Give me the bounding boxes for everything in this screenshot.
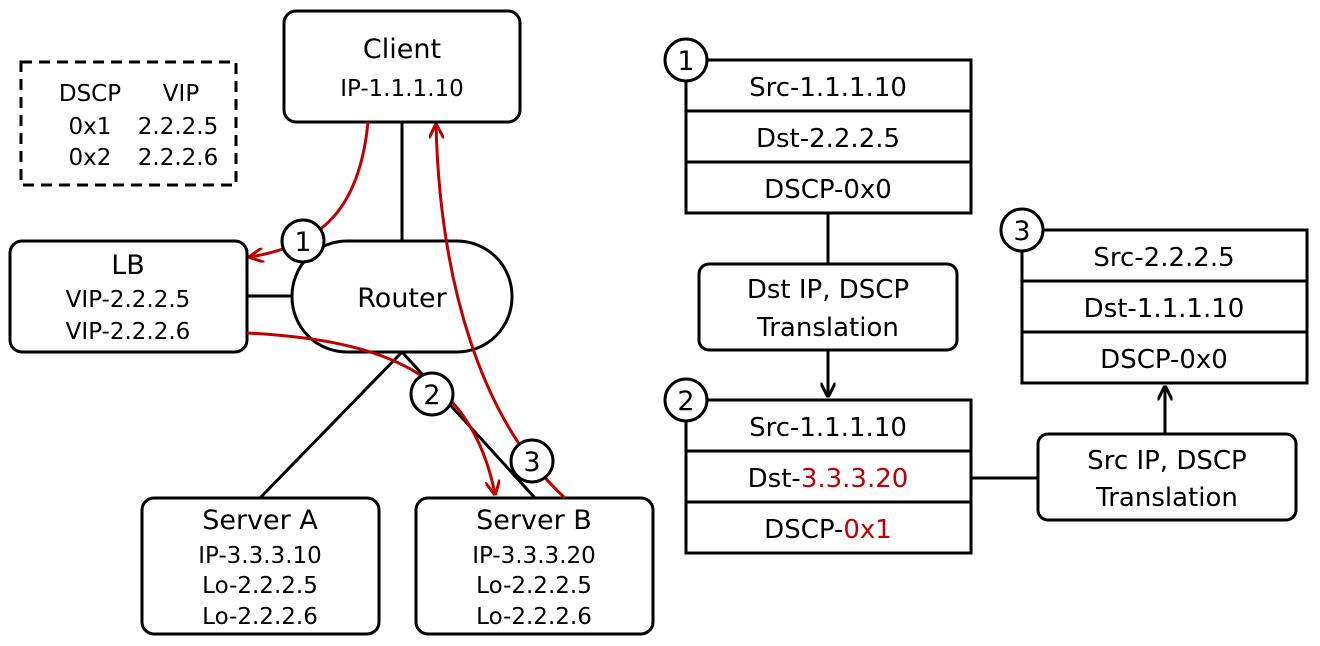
step-label: 3 [1013, 216, 1030, 247]
packet-3-box [1020, 228, 1309, 385]
packet-2-dscp-prefix: DSCP- [764, 515, 843, 545]
table-cell-dscp: 0x1 [69, 114, 112, 140]
packet-2: Src-1.1.1.10 Dst-3.3.3.20 DSCP-0x1 [684, 398, 973, 555]
table-header-vip: VIP [163, 81, 200, 107]
translation-subtitle: Translation [756, 313, 899, 343]
packet-2-step-marker: 2 [663, 377, 709, 423]
packet-2-src: Src-1.1.1.10 [749, 413, 907, 443]
packet-3-dst: Dst-1.1.1.10 [1084, 294, 1245, 324]
server-b-loopback: Lo-2.2.2.5 [476, 573, 592, 599]
packet-2-dscp-value: 0x1 [843, 515, 891, 545]
dscp-vip-table: DSCP VIP 0x1 2.2.2.5 0x2 2.2.2.6 [19, 60, 238, 187]
flow-arrow-client-to-lb [250, 121, 370, 257]
server-b-node: Server B IP-3.3.3.20 Lo-2.2.2.5 Lo-2.2.2… [414, 496, 655, 636]
packet-2-dst-value: 3.3.3.20 [801, 464, 909, 494]
server-a-title: Server A [202, 505, 318, 536]
translation-box [697, 262, 959, 352]
lb-node: LB VIP-2.2.2.5 VIP-2.2.2.6 [8, 239, 249, 354]
lb-box [8, 239, 249, 354]
step-label: 1 [677, 46, 694, 77]
table-cell-dscp: 0x2 [69, 145, 112, 171]
table-cell-vip: 2.2.2.5 [138, 114, 218, 140]
packet-1-src: Src-1.1.1.10 [749, 73, 907, 103]
step-marker-2: 2 [409, 371, 455, 417]
client-ip: IP-1.1.1.10 [340, 76, 464, 102]
step-label: 3 [523, 447, 540, 478]
step-marker-3: 3 [509, 438, 555, 484]
server-a-ip: IP-3.3.3.10 [198, 543, 322, 569]
packet-2-dst: Dst-3.3.3.20 [748, 464, 909, 494]
packet-2-dst-prefix: Dst- [748, 464, 801, 494]
server-b-ip: IP-3.3.3.20 [472, 543, 596, 569]
link-router-server-a [258, 350, 404, 500]
server-a-node: Server A IP-3.3.3.10 Lo-2.2.2.5 Lo-2.2.2… [140, 496, 381, 636]
server-a-loopback: Lo-2.2.2.5 [202, 573, 318, 599]
client-box [282, 9, 522, 124]
server-b-title: Server B [476, 505, 592, 536]
router-label: Router [357, 283, 447, 314]
server-b-box [414, 496, 655, 636]
packet-3-dscp: DSCP-0x0 [1100, 345, 1228, 375]
server-b-loopback: Lo-2.2.2.6 [476, 604, 592, 630]
server-a-box [140, 496, 381, 636]
step-label: 1 [294, 227, 311, 258]
step-label: 2 [423, 380, 440, 411]
client-node: Client IP-1.1.1.10 [282, 9, 522, 124]
lb-vip: VIP-2.2.2.6 [66, 319, 191, 345]
translation-subtitle: Translation [1095, 483, 1238, 513]
flow-arrow-lb-to-server-b [246, 331, 495, 494]
packet-2-dscp: DSCP-0x1 [764, 515, 892, 545]
packet-3-src: Src-2.2.2.5 [1093, 243, 1234, 273]
packet-3-step-marker: 3 [999, 207, 1045, 253]
lb-title: LB [111, 250, 145, 281]
translation-box [1036, 432, 1298, 522]
router-shape [290, 239, 514, 354]
packet-1: Src-1.1.1.10 Dst-2.2.2.5 DSCP-0x0 [684, 58, 973, 215]
step-label: 2 [677, 386, 694, 417]
translation-title: Dst IP, DSCP [747, 275, 909, 305]
packet-3: Src-2.2.2.5 Dst-1.1.1.10 DSCP-0x0 [1020, 228, 1309, 385]
table-header-dscp: DSCP [59, 81, 121, 107]
packet-1-step-marker: 1 [663, 37, 709, 83]
dst-dscp-translation: Dst IP, DSCP Translation [697, 262, 959, 352]
lb-vip: VIP-2.2.2.5 [66, 287, 191, 313]
packet-2-box [684, 398, 973, 555]
step-marker-1: 1 [280, 218, 326, 264]
router-node: Router [290, 239, 514, 354]
packet-1-dst: Dst-2.2.2.5 [756, 124, 900, 154]
packet-1-box [684, 58, 973, 215]
client-title: Client [363, 34, 441, 65]
translation-title: Src IP, DSCP [1087, 446, 1246, 476]
table-cell-vip: 2.2.2.6 [138, 145, 218, 171]
server-a-loopback: Lo-2.2.2.6 [202, 604, 318, 630]
table-border [19, 60, 238, 187]
src-dscp-translation: Src IP, DSCP Translation [1036, 432, 1298, 522]
packet-1-dscp: DSCP-0x0 [764, 175, 892, 205]
